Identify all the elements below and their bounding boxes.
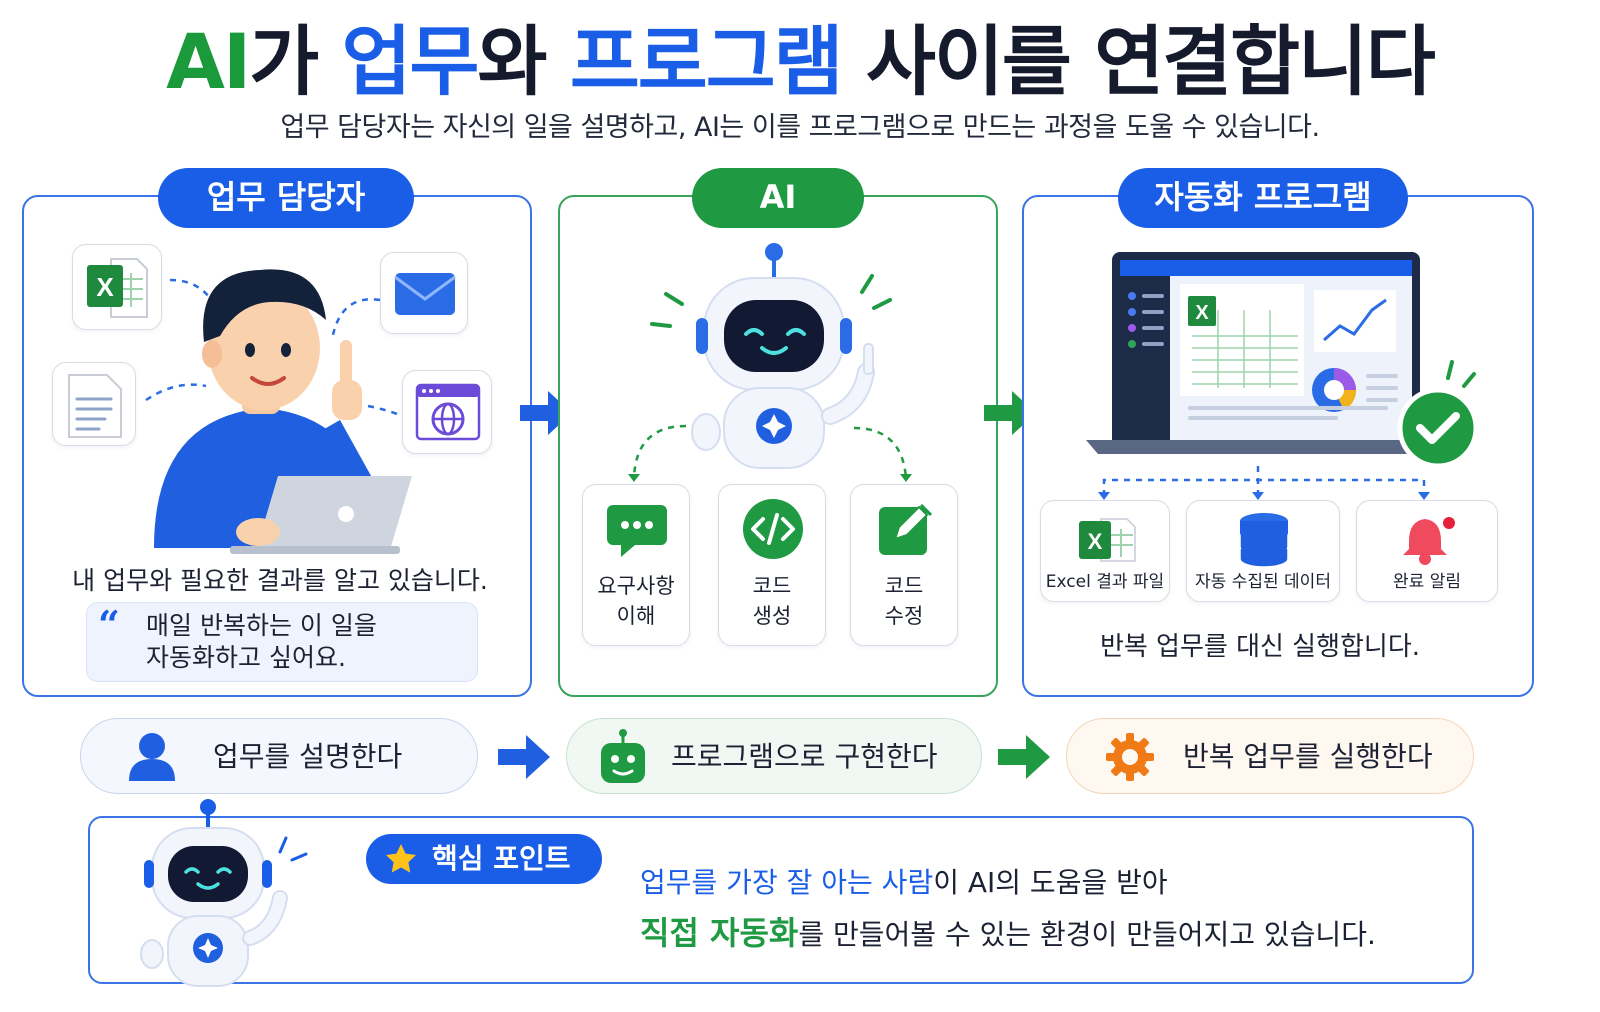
bell-icon bbox=[1403, 517, 1455, 565]
completion-alert-card: 완료 알림 bbox=[1356, 500, 1498, 602]
arrow-right-icon bbox=[998, 735, 1050, 779]
svg-text:X: X bbox=[96, 272, 114, 302]
document-card bbox=[52, 362, 136, 446]
mail-icon bbox=[394, 273, 456, 315]
chat-bubble-icon bbox=[607, 505, 667, 557]
svg-text:X: X bbox=[1195, 302, 1209, 324]
gear-icon bbox=[1106, 733, 1154, 781]
program-connector-lines bbox=[1098, 466, 1430, 500]
key-point-box bbox=[88, 816, 1474, 984]
robot-icon bbox=[601, 729, 645, 783]
robot-illustration bbox=[650, 243, 892, 469]
step-execute: 반복 업무를 실행한다 bbox=[1066, 718, 1474, 794]
edit-icon bbox=[879, 503, 933, 555]
ai-card-modify: 코드 수정 bbox=[850, 484, 958, 646]
key-point-badge: 핵심 포인트 bbox=[366, 834, 602, 884]
arrow-right-icon bbox=[498, 735, 550, 779]
worker-caption: 내 업무와 필요한 결과를 알고 있습니다. bbox=[72, 566, 488, 595]
worker-illustration bbox=[145, 269, 412, 554]
excel-icon: X bbox=[87, 258, 148, 318]
code-icon bbox=[743, 499, 803, 559]
key-point-line1: 업무를 가장 잘 아는 사람이 AI의 도움을 받아 bbox=[640, 866, 1168, 899]
worker-panel-label: 업무 담당자 bbox=[158, 168, 414, 228]
document-icon bbox=[68, 374, 122, 438]
web-card bbox=[402, 370, 492, 454]
worker-quote-box bbox=[86, 602, 478, 682]
person-icon bbox=[129, 733, 175, 781]
worker-quote-line2: 자동화하고 싶어요. bbox=[146, 643, 346, 672]
program-panel-label: 자동화 프로그램 bbox=[1118, 168, 1408, 228]
result-excel-card: X Excel 결과 파일 bbox=[1040, 500, 1170, 602]
worker-quote-line1: 매일 반복하는 이 일을 bbox=[146, 611, 377, 640]
step-implement: 프로그램으로 구현한다 bbox=[566, 718, 982, 794]
svg-text:X: X bbox=[1088, 529, 1103, 554]
excel-file-card: X bbox=[72, 244, 162, 330]
database-icon bbox=[1239, 513, 1289, 567]
excel-icon: X bbox=[1079, 518, 1136, 562]
robot-mascot-illustration bbox=[140, 799, 308, 987]
quote-mark-icon: “ bbox=[98, 602, 120, 647]
laptop-dashboard-illustration: X bbox=[1086, 252, 1446, 454]
ai-connector-lines bbox=[628, 424, 912, 482]
mail-card bbox=[380, 252, 468, 334]
step-describe: 업무를 설명한다 bbox=[80, 718, 478, 794]
ai-panel-label: AI bbox=[692, 168, 864, 228]
star-icon bbox=[386, 844, 416, 873]
page-title: AI가 업무와 프로그램 사이를 연결합니다 bbox=[166, 17, 1436, 106]
program-caption: 반복 업무를 대신 실행합니다. bbox=[1099, 632, 1421, 662]
globe-icon bbox=[415, 383, 481, 441]
collected-data-card: 자동 수집된 데이터 bbox=[1186, 500, 1340, 602]
ai-card-understand: 요구사항 이해 bbox=[582, 484, 690, 646]
ai-card-generate: 코드 생성 bbox=[718, 484, 826, 646]
check-circle-icon bbox=[1397, 360, 1479, 469]
key-point-line2: 직접 자동화를 만들어볼 수 있는 환경이 만들어지고 있습니다. bbox=[640, 914, 1376, 952]
page-subtitle: 업무 담당자는 자신의 일을 설명하고, AI는 이를 프로그램으로 만드는 과… bbox=[280, 112, 1320, 143]
